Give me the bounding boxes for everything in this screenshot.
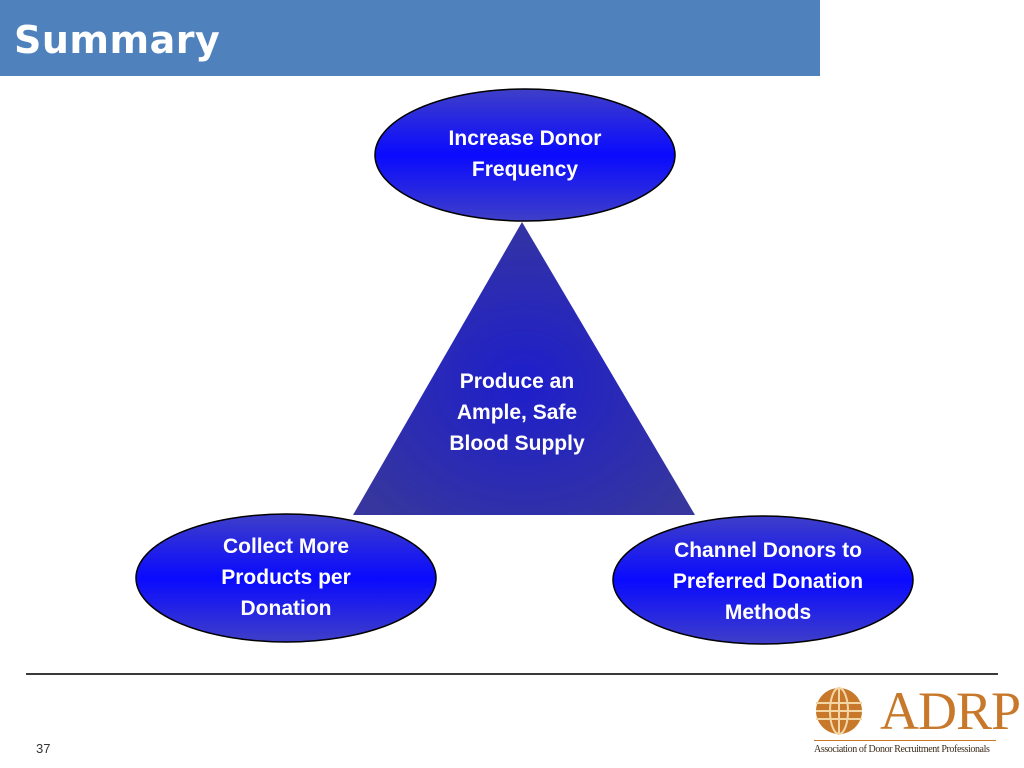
center-triangle — [353, 222, 695, 515]
center-line-1: Produce an — [459, 369, 575, 393]
node-bottom-left-line-1: Collect More — [222, 534, 350, 558]
page-number: 37 — [36, 741, 51, 756]
node-bottom-left-ellipse — [135, 513, 437, 643]
center-label: Produce an Ample, Safe Blood Supply — [412, 364, 622, 460]
node-bottom-right-label: Channel Donors to Preferred Donation Met… — [628, 533, 908, 629]
footer-divider — [26, 673, 998, 675]
center-line-2: Ample, Safe — [456, 400, 578, 424]
center-line-3: Blood Supply — [449, 431, 585, 455]
node-top-line-1: Increase Donor — [448, 127, 602, 150]
node-top-label: Increase Donor Frequency — [395, 122, 655, 186]
slide-title: Summary — [14, 18, 221, 62]
node-top-ellipse — [374, 88, 676, 222]
title-bar: Summary — [0, 0, 820, 76]
node-bottom-right-line-3: Methods — [724, 600, 812, 624]
node-top-line-2: Frequency — [471, 158, 579, 181]
node-bottom-left-label: Collect More Products per Donation — [156, 529, 416, 625]
node-bottom-right-line-1: Channel Donors to — [674, 538, 862, 562]
node-bottom-left-line-2: Products per — [221, 565, 351, 589]
adrp-logo-tagline: Association of Donor Recruitment Profess… — [814, 740, 996, 755]
node-bottom-right-line-2: Preferred Donation — [672, 569, 864, 593]
node-bottom-left-line-3: Donation — [240, 596, 332, 620]
adrp-logo-text: ADRP — [880, 681, 1021, 741]
node-bottom-right-ellipse — [612, 515, 914, 645]
globe-icon — [816, 687, 862, 735]
